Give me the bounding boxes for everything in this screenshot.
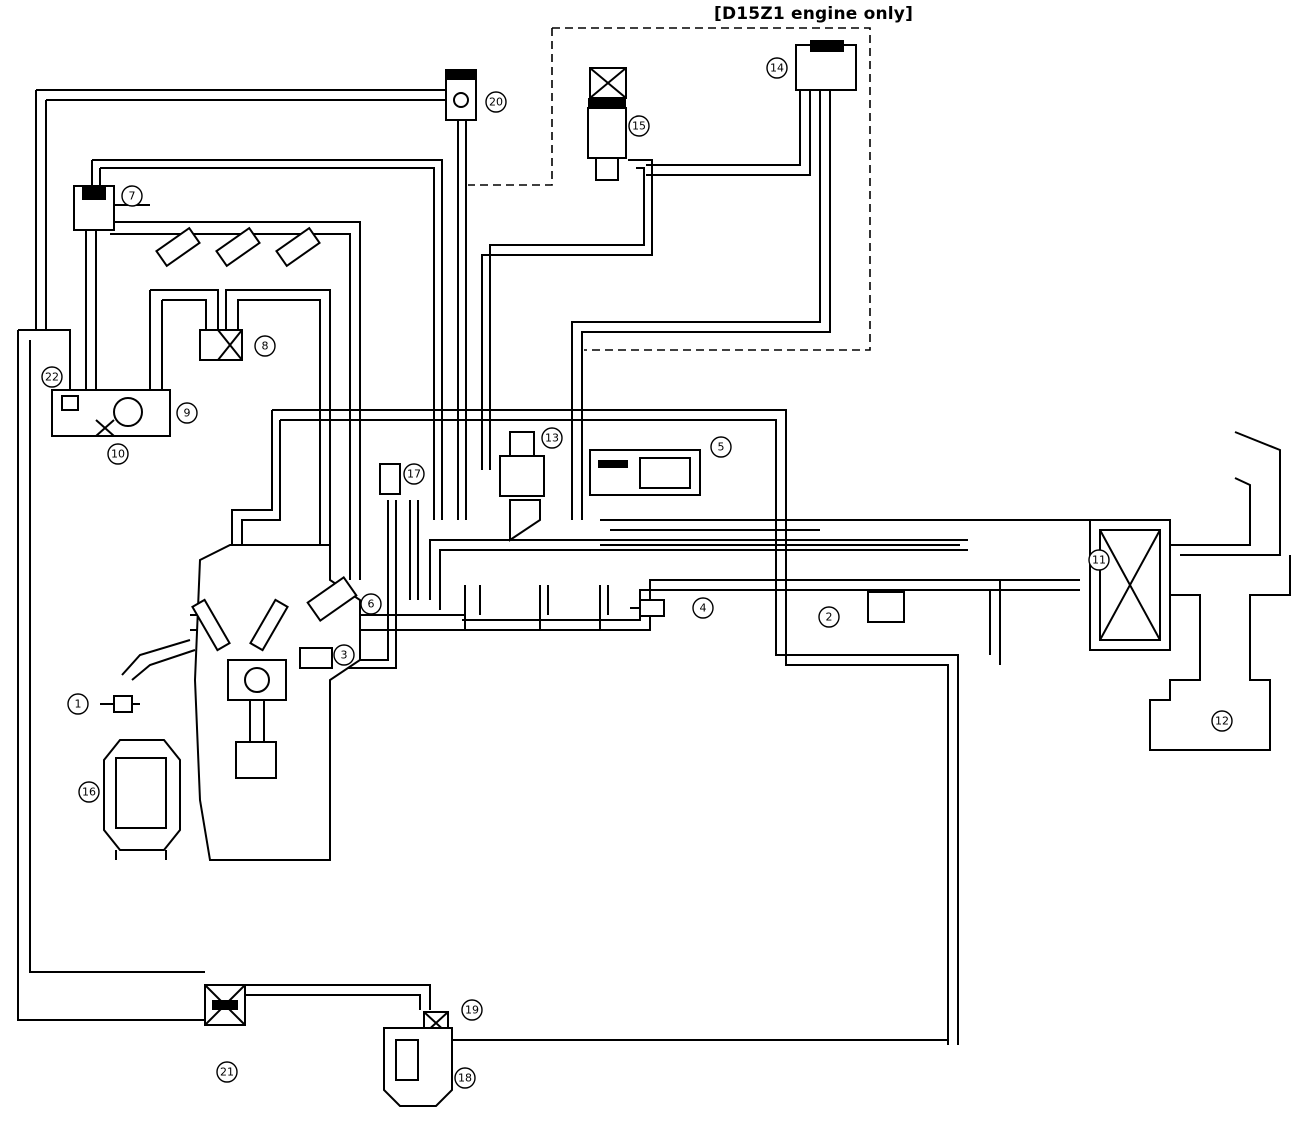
svg-text:9: 9 — [184, 407, 191, 420]
callout-9: 9 — [176, 402, 198, 424]
svg-text:4: 4 — [700, 602, 707, 615]
svg-text:7: 7 — [129, 190, 136, 203]
svg-text:21: 21 — [220, 1066, 234, 1079]
callout-21: 21 — [216, 1061, 238, 1083]
callout-20: 20 — [485, 91, 507, 113]
svg-text:18: 18 — [458, 1072, 472, 1085]
callout-7: 7 — [121, 185, 143, 207]
callout-19: 19 — [461, 999, 483, 1021]
callout-17: 17 — [403, 463, 425, 485]
svg-text:2: 2 — [826, 611, 833, 624]
callout-4: 4 — [692, 597, 714, 619]
svg-text:8: 8 — [262, 340, 269, 353]
svg-text:6: 6 — [368, 598, 375, 611]
callout-5: 5 — [710, 436, 732, 458]
callout-15: 15 — [628, 115, 650, 137]
svg-text:1: 1 — [75, 698, 82, 711]
svg-text:3: 3 — [341, 649, 348, 662]
callout-16: 16 — [78, 781, 100, 803]
callout-14: 14 — [766, 57, 788, 79]
callout-6: 6 — [360, 593, 382, 615]
callout-8: 8 — [254, 335, 276, 357]
svg-text:13: 13 — [545, 432, 559, 445]
engine-only-note: [D15Z1 engine only] — [714, 4, 914, 24]
callout-11: 11 — [1088, 549, 1110, 571]
svg-text:14: 14 — [770, 62, 784, 75]
callout-12: 12 — [1211, 710, 1233, 732]
svg-text:5: 5 — [718, 441, 725, 454]
svg-text:11: 11 — [1092, 554, 1106, 567]
svg-text:15: 15 — [632, 120, 646, 133]
callout-2: 2 — [818, 606, 840, 628]
svg-text:16: 16 — [82, 786, 96, 799]
hoses — [17, 89, 1291, 1045]
callout-13: 13 — [541, 427, 563, 449]
callout-18: 18 — [454, 1067, 476, 1089]
svg-text:22: 22 — [45, 371, 59, 384]
svg-text:20: 20 — [489, 96, 503, 109]
callout-1: 1 — [67, 693, 89, 715]
callout-22: 22 — [41, 366, 63, 388]
svg-text:10: 10 — [111, 448, 125, 461]
svg-text:17: 17 — [407, 468, 421, 481]
callout-3: 3 — [333, 644, 355, 666]
svg-text:19: 19 — [465, 1004, 479, 1017]
d15z1-boundary — [468, 27, 871, 351]
svg-text:12: 12 — [1215, 715, 1229, 728]
components — [51, 40, 1171, 1107]
callout-10: 10 — [107, 443, 129, 465]
